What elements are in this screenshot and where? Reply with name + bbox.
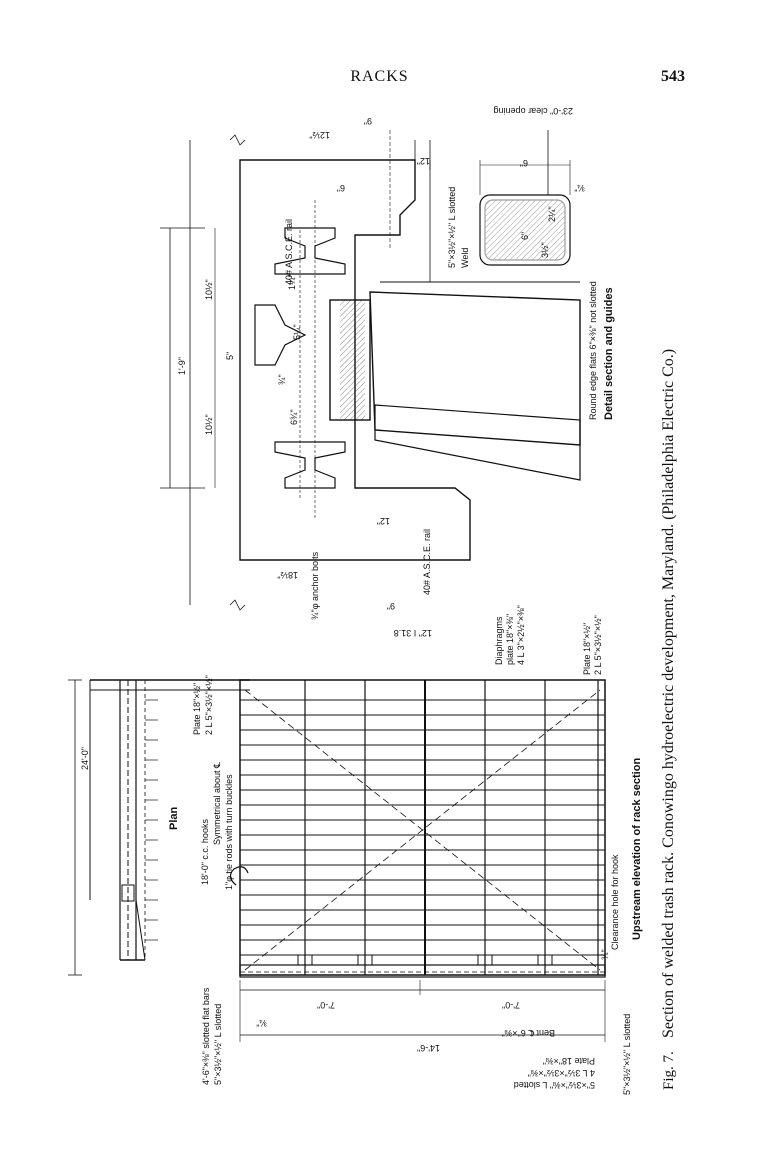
dim-7ft-left: 7'-0" xyxy=(317,1000,335,1010)
dim-12a: 12" xyxy=(417,156,430,166)
diaphragms-label: Diaphragms xyxy=(494,616,504,665)
symmetrical-label: Symmetrical about ℄ xyxy=(212,762,222,845)
weld-label: Weld xyxy=(460,248,470,268)
flat-bars-label: 4'-6"×⅜" slotted flat bars xyxy=(201,987,211,1085)
detail-section-view: 1'-9" 10½" 10½" 5" 18½" 12½" 9" 12 xyxy=(160,106,615,620)
page-number: 543 xyxy=(661,68,685,85)
dim-10half-a: 10½" xyxy=(204,279,214,300)
figure-caption: Fig. 7. Section of welded trash rack. Co… xyxy=(660,349,677,1090)
plan-title: Plan xyxy=(168,806,180,830)
dim-12b: 12" xyxy=(377,516,390,526)
angles-left-label: 4 L 3½"×3½"×⅜" xyxy=(528,1068,595,1078)
dim-6b: 6" xyxy=(520,158,528,168)
dim-1ft-9in: 1'-9" xyxy=(177,357,187,375)
dim-2-quarter: 2¼" xyxy=(547,206,557,222)
dim-3-4b: ¾" xyxy=(574,183,585,193)
dim-5in: 5" xyxy=(225,352,235,360)
tie-rods-label: 1"φ tie rods with turn buckles xyxy=(224,774,234,890)
dim-7ft-right: 7'-0" xyxy=(502,1000,520,1010)
detail-title: Detail section and guides xyxy=(603,287,615,420)
bent-label: Bent ℄ 6"×⅜" xyxy=(502,1028,555,1038)
page-header: RACKS 543 xyxy=(0,68,759,92)
plate-top-label: Plate 18"×½" xyxy=(192,683,202,735)
angle-slotted-right-label: 5"×3½"×½" L slotted xyxy=(447,187,457,268)
rail-bottom-label: 40# A.S.C.E. rail xyxy=(422,529,432,595)
dim-6-3-4: 6¾" xyxy=(289,409,299,425)
plate-left-label: Plate 18"×⅜" xyxy=(543,1056,595,1066)
angle-left-slot-label: 5"×3½"×⅜" L slotted xyxy=(514,1080,595,1090)
dim-10half-b: 10½" xyxy=(204,414,214,435)
diaphragm-angles-label: 4 L 3"×2½"×⅜" xyxy=(516,605,526,665)
angles-top-label: 2 L 5"×3½"×½" xyxy=(204,675,214,735)
dim-5-quarter: 5¼" xyxy=(292,324,302,340)
dim-6a: 6" xyxy=(337,183,345,193)
round-edge-label: Round edge flats 6"×⅜" not slotted xyxy=(588,281,598,420)
plate-bottom-label: Plate 18"×½" xyxy=(582,623,592,675)
hooks-label: 18'-0" c.c. hooks xyxy=(200,819,210,885)
upstream-elevation-view: 7'-0" 7'-0" 14'-6" ¾" ¾" 4'-6"×⅜" slotte… xyxy=(192,605,643,1095)
angle-bottom-label: 5"×3½"×½" L slotted xyxy=(622,1014,632,1095)
dim-6-detail: 6" xyxy=(520,232,530,240)
dim-three-quarter: ¾" xyxy=(256,1018,267,1028)
beam-label: 12" I 31.8 xyxy=(394,628,432,638)
clearance-label: Clearance hole for hook xyxy=(610,854,620,950)
running-head: RACKS xyxy=(350,68,409,85)
dim-12half: 12½" xyxy=(309,130,330,140)
dim-18half: 18½" xyxy=(277,570,298,580)
plan-view: 24'-0" Plan xyxy=(68,679,250,976)
caption-fig-label: Fig. 7. xyxy=(661,1051,677,1090)
dim-9: 9" xyxy=(364,116,372,126)
dim-9b: 9" xyxy=(387,601,395,611)
clear-opening-label: 23'-0" clear opening xyxy=(494,106,573,116)
upstream-title: Upstream elevation of rack section xyxy=(631,758,643,940)
dim-three-quarter-b: ¾" xyxy=(600,949,610,960)
angle-top-label: 5"×3½"×½" L slotted xyxy=(213,1004,223,1085)
dim-14ft-6in: 14'-6" xyxy=(417,1043,440,1053)
dim-1-quarter: 1¼" xyxy=(287,274,297,290)
dim-3-4: ¾" xyxy=(277,374,287,385)
plan-length-label: 24'-0" xyxy=(80,747,90,770)
dim-3-half: 3½" xyxy=(540,242,550,258)
caption-text: Section of welded trash rack. Conowingo … xyxy=(660,349,677,1038)
angles-bottom-label: 2 L 5"×3½"×½" xyxy=(593,615,603,675)
rail-top-label: 40# A.S.C.E. rail xyxy=(284,219,294,285)
diaphragm-plate-label: plate 18"×⅜" xyxy=(505,614,515,665)
anchor-bolts-label: ¾"φ anchor bolts xyxy=(310,551,320,620)
